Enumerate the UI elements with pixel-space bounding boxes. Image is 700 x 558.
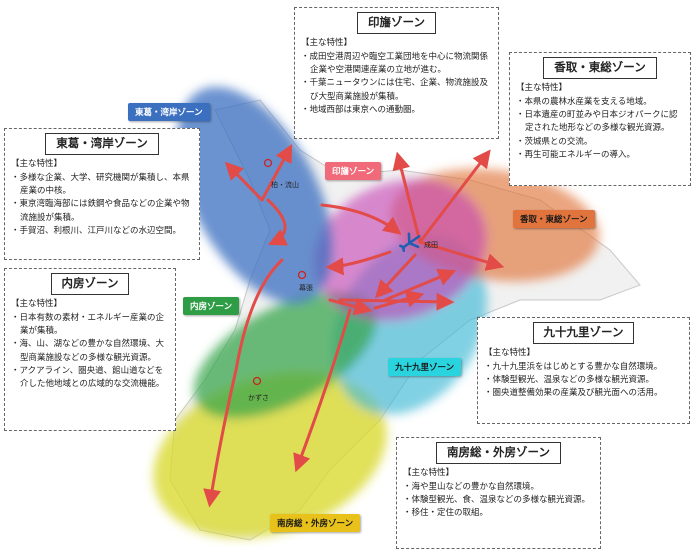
info-box-heading: 【主な特性】: [301, 37, 353, 48]
exchange-arrow: [203, 258, 284, 508]
zone-label-inba: 印旛ゾーン: [325, 162, 382, 180]
info-box-item: 九十九里浜をはじめとする豊かな自然環境。: [484, 361, 683, 374]
info-box-item: 再生可能エネルギーの導入。: [516, 149, 684, 162]
info-box-item: 圏央道整備効果の産業及び観光面への活用。: [484, 387, 683, 400]
info-box-item: 海、山、湖などの豊かな自然環境、大型商業施設などの多様な観光資源。: [11, 338, 169, 364]
info-box-title: 香取・東総ゾーン: [543, 57, 657, 79]
exchange-arrow: [418, 149, 491, 244]
info-box-item: 体験型観光、食、温泉などの多様な観光資源。: [403, 494, 594, 507]
info-box-katori: 香取・東総ゾーン 【主な特性】 本県の農林水産業を支える地域。 日本遺産の町並み…: [509, 52, 691, 186]
place-marker-kashiwa: [263, 158, 273, 168]
exchange-arrow: [320, 203, 402, 235]
zone-label-uchibo: 内房ゾーン: [183, 297, 240, 315]
info-box-inba: 印旛ゾーン 【主な特性】 成田空港周辺や臨空工業団地を中心に物流関係企業や空港関…: [294, 7, 499, 139]
place-label-narita: 成田: [424, 241, 438, 249]
info-box-item: 日本遺産の町並みや日本ジオパークに認定された地形などの多様な観光資源。: [516, 109, 684, 135]
info-box-item: 本県の農林水産業を支える地域。: [516, 96, 684, 109]
place-marker-makuhari: [297, 270, 307, 280]
info-box-kujukuri: 九十九里ゾーン 【主な特性】 九十九里浜をはじめとする豊かな自然環境。 体験型観…: [477, 317, 690, 424]
exchange-arrow: [383, 268, 457, 302]
exchange-arrow: [293, 308, 352, 473]
info-box-item: アクアライン、圏央道、館山道などを介した他地域との広域的な交流機能。: [11, 365, 169, 391]
info-box-heading: 【主な特性】: [516, 82, 568, 93]
exchange-arrow: [328, 297, 373, 316]
info-box-tokatsu: 東葛・湾岸ゾーン 【主な特性】 多様な企業、大学、研究機関が集積し、本県産業の中…: [4, 128, 200, 260]
info-box-heading: 【主な特性】: [11, 158, 63, 169]
info-box-heading: 【主な特性】: [484, 347, 536, 358]
zone-area-tokatsu: [177, 86, 333, 304]
place-marker-kazusa: [252, 376, 262, 386]
exchange-arrow: [374, 253, 417, 299]
zone-area-uchibo: [193, 291, 377, 419]
info-box-item: 多様な企業、大学、研究機関が集積し、本県産業の中核。: [11, 172, 193, 198]
place-label-makuhari: 幕張: [299, 284, 313, 292]
info-box-item: 海や里山などの豊かな自然環境。: [403, 481, 594, 494]
info-box-heading: 【主な特性】: [11, 298, 63, 309]
info-box-item: 体験型観光、温泉などの多様な観光資源。: [484, 374, 683, 387]
airplane-icon: [399, 232, 421, 253]
info-box-item: 日本有数の素材・エネルギー産業の企業が集積。: [11, 312, 169, 338]
info-box-heading: 【主な特性】: [403, 467, 455, 478]
place-label-kazusa: かずさ: [248, 394, 269, 402]
zone-label-katori: 香取・東総ゾーン: [513, 210, 595, 228]
info-box-uchibo: 内房ゾーン 【主な特性】 日本有数の素材・エネルギー産業の企業が集積。 海、山、…: [4, 268, 176, 431]
info-box-item: 千葉ニュータウンには住宅、企業、物流施設及び大型商業施設が集積。: [301, 77, 492, 103]
info-box-title: 東葛・湾岸ゾーン: [45, 133, 159, 155]
info-box-item: 地域西部は東京への通勤圏。: [301, 104, 492, 117]
info-box-minamiboso: 南房総・外房ゾーン 【主な特性】 海や里山などの豊かな自然環境。 体験型観光、食…: [396, 437, 601, 549]
info-box-item: 東京湾臨海部には鉄鋼や食品などの企業や物流施設が集積。: [11, 198, 193, 224]
info-box-item: 移住・定住の取組。: [403, 507, 594, 520]
exchange-arrow: [392, 151, 422, 244]
info-box-title: 南房総・外房ゾーン: [436, 442, 561, 464]
place-label-kashiwa: 柏・流山: [271, 181, 299, 189]
exchange-arrow: [418, 240, 505, 271]
info-box-item: 成田空港周辺や臨空工業団地を中心に物流関係企業や空港関連産業の立地が進む。: [301, 51, 492, 77]
exchange-arrow: [260, 144, 293, 202]
zone-label-minamiboso: 南房総・外房ゾーン: [270, 514, 361, 532]
exchange-arrow: [325, 250, 392, 276]
exchange-arrow: [224, 161, 264, 202]
zone-label-kujukuri: 九十九里ゾーン: [388, 358, 462, 376]
info-box-title: 九十九里ゾーン: [532, 322, 635, 344]
zone-label-tokatsu: 東葛・湾岸ゾーン: [128, 103, 210, 121]
info-box-title: 印旛ゾーン: [357, 12, 436, 34]
exchange-arrow: [338, 292, 455, 311]
info-box-title: 内房ゾーン: [50, 273, 130, 295]
exchange-arrow: [266, 198, 289, 246]
info-box-item: 茨城県との交流。: [516, 136, 684, 149]
info-box-item: 手賀沼、利根川、江戸川などの水辺空間。: [11, 225, 193, 238]
